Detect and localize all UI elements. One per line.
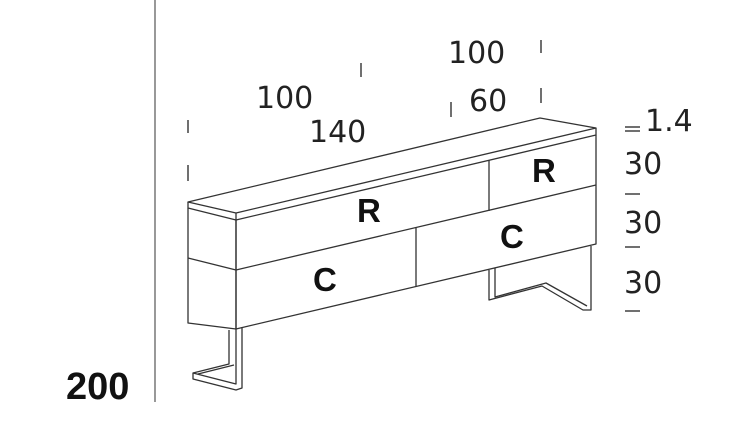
dim-front-width: 140 [309, 115, 366, 150]
sideboard-body [187, 117, 597, 330]
dim-top-width: 100 [256, 81, 313, 116]
dim-right-depth: 60 [469, 84, 507, 119]
back-leg-frame [488, 246, 592, 311]
module-label-top-right: R [532, 152, 556, 189]
dim-row-height-3: 30 [624, 266, 662, 301]
dimension-ticks [187, 40, 640, 312]
dim-row-height-1: 30 [624, 147, 662, 182]
module-label-bottom-right: C [500, 218, 524, 255]
dim-right-width: 100 [448, 36, 505, 71]
module-label-top-left: R [357, 192, 381, 229]
dim-top-thickness: 1.4 [645, 104, 693, 139]
dim-row-height-2: 30 [624, 206, 662, 241]
model-number: 200 [66, 366, 129, 408]
module-label-bottom-left: C [313, 261, 337, 298]
front-leg-frame [192, 327, 243, 391]
